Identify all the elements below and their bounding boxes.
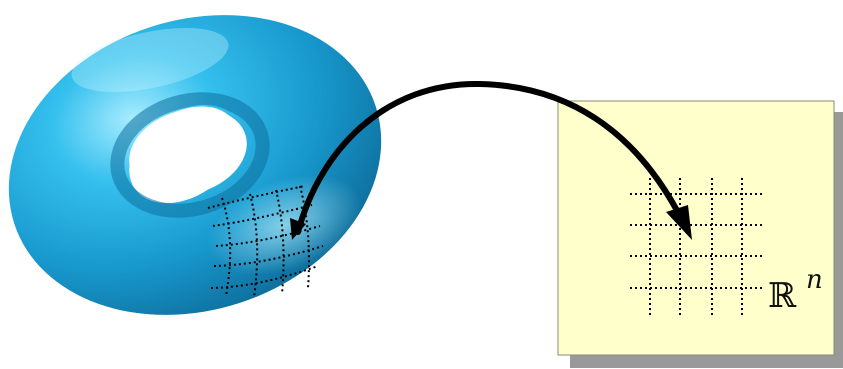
torus (0, 0, 421, 362)
plane-label-base: ℝ (768, 276, 797, 316)
plane-sheet (558, 101, 834, 355)
plane-label-exponent: n (806, 265, 823, 295)
euclidean-plane (558, 101, 843, 368)
